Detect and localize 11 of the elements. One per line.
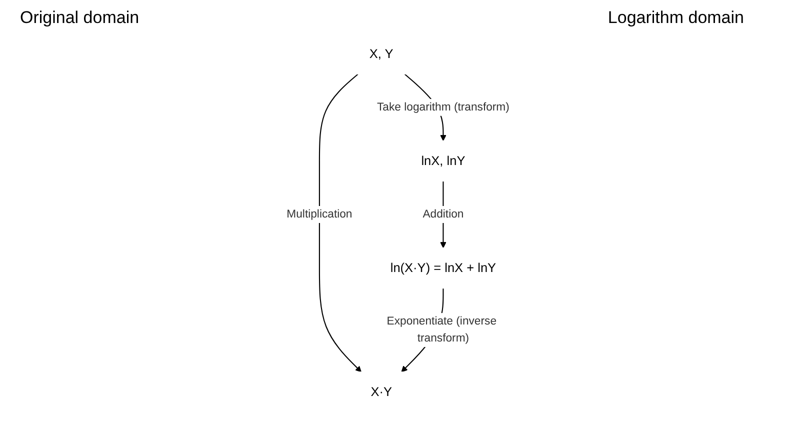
edge-label: Take logarithm (transform) [377,101,510,114]
edge-label: Exponentiate (inverse transform) [386,315,497,344]
column-heading: Logarithm domain [608,8,744,28]
column-heading: Original domain [20,8,140,28]
node-text: X·Y [370,384,392,399]
node-text: X, Y [369,46,394,61]
node-text: lnX, lnY [421,154,466,168]
arrow [318,74,362,372]
edge-label: Multiplication [286,208,352,220]
edge-label: Addition [422,208,464,220]
node-text: ln(X·Y) = lnX + lnY [390,260,496,275]
